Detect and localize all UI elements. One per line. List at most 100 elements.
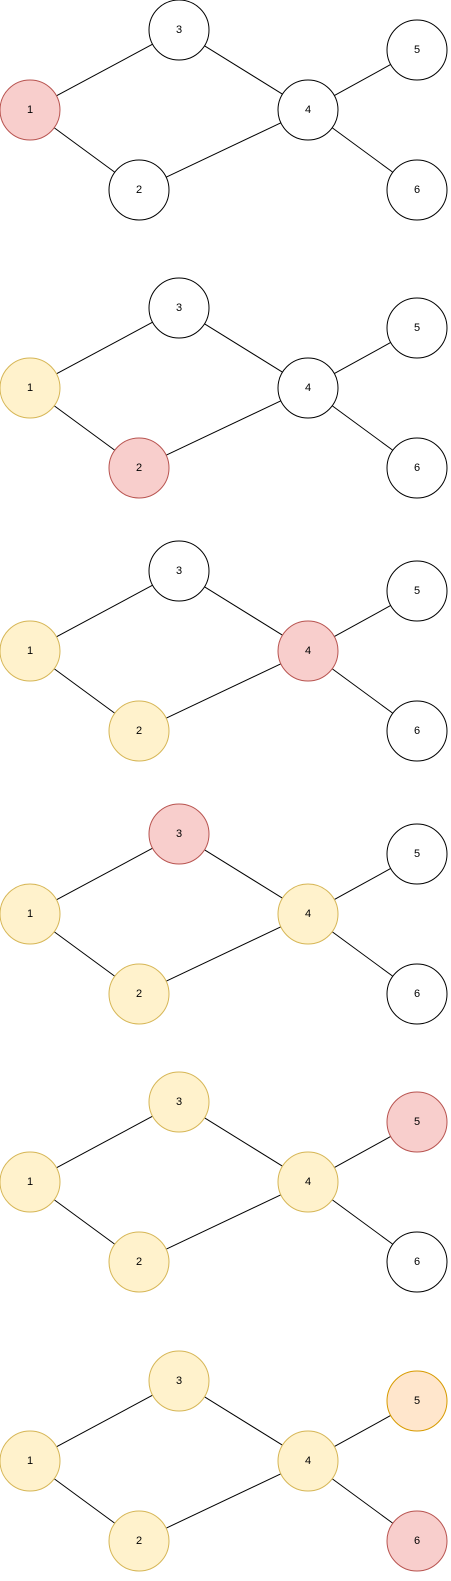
edge-4-5 <box>334 605 391 637</box>
node-label-3: 3 <box>176 302 182 314</box>
edge-2-4 <box>165 400 282 456</box>
node-label-1: 1 <box>27 645 33 657</box>
node-5 <box>386 1091 448 1153</box>
node-2 <box>108 437 170 499</box>
node-label-6: 6 <box>414 1256 420 1268</box>
edge-4-5 <box>334 868 391 900</box>
node-label-3: 3 <box>176 24 182 36</box>
node-4 <box>277 883 339 945</box>
edge-2-4 <box>165 1194 282 1250</box>
edge-1-2 <box>53 405 116 451</box>
edge-2-4 <box>165 122 282 178</box>
node-label-3: 3 <box>176 1096 182 1108</box>
edge-1-2 <box>53 931 116 977</box>
node-label-6: 6 <box>414 184 420 196</box>
edge-3-4 <box>204 586 283 636</box>
edge-4-5 <box>334 1415 391 1447</box>
edge-4-6 <box>331 1478 394 1524</box>
edge-1-3 <box>56 43 153 97</box>
node-6 <box>386 963 448 1025</box>
node-label-6: 6 <box>414 725 420 737</box>
edge-4-5 <box>334 64 391 96</box>
node-label-2: 2 <box>136 184 142 196</box>
node-label-1: 1 <box>27 1176 33 1188</box>
node-label-5: 5 <box>414 585 420 597</box>
node-5 <box>386 1370 448 1432</box>
node-5 <box>386 19 448 81</box>
edge-3-4 <box>204 323 283 373</box>
node-2 <box>108 1231 170 1293</box>
node-6 <box>386 1231 448 1293</box>
node-label-5: 5 <box>414 1395 420 1407</box>
node-label-2: 2 <box>136 725 142 737</box>
node-2 <box>108 159 170 221</box>
node-label-3: 3 <box>176 828 182 840</box>
node-1 <box>0 79 61 141</box>
node-1 <box>0 357 61 419</box>
node-3 <box>148 1350 210 1412</box>
edge-4-5 <box>334 1136 391 1168</box>
node-label-3: 3 <box>176 565 182 577</box>
edge-3-4 <box>204 1396 283 1446</box>
node-2 <box>108 1510 170 1572</box>
node-label-4: 4 <box>305 1176 311 1188</box>
node-3 <box>148 0 210 61</box>
edge-2-4 <box>165 1473 282 1529</box>
edge-1-3 <box>56 584 153 638</box>
node-4 <box>277 620 339 682</box>
edge-4-6 <box>331 931 394 977</box>
edge-1-3 <box>56 1394 153 1448</box>
edge-1-3 <box>56 847 153 901</box>
node-3 <box>148 1071 210 1133</box>
node-label-4: 4 <box>305 908 311 920</box>
edge-4-6 <box>331 668 394 714</box>
node-label-5: 5 <box>414 322 420 334</box>
node-1 <box>0 1430 61 1492</box>
node-2 <box>108 963 170 1025</box>
node-label-1: 1 <box>27 1455 33 1467</box>
edge-3-4 <box>204 849 283 899</box>
node-label-6: 6 <box>414 462 420 474</box>
edge-2-4 <box>165 663 282 719</box>
node-label-1: 1 <box>27 104 33 116</box>
node-4 <box>277 357 339 419</box>
node-label-4: 4 <box>305 382 311 394</box>
node-4 <box>277 1151 339 1213</box>
node-1 <box>0 883 61 945</box>
edge-1-3 <box>56 1115 153 1169</box>
node-5 <box>386 823 448 885</box>
edge-1-2 <box>53 1478 116 1524</box>
edge-1-3 <box>56 321 153 375</box>
node-label-5: 5 <box>414 1116 420 1128</box>
node-1 <box>0 1151 61 1213</box>
node-label-4: 4 <box>305 645 311 657</box>
node-label-1: 1 <box>27 382 33 394</box>
node-label-2: 2 <box>136 988 142 1000</box>
node-label-4: 4 <box>305 1455 311 1467</box>
edge-3-4 <box>204 45 283 95</box>
graph-step-3: 1 2 3 4 5 6 <box>0 540 448 762</box>
node-3 <box>148 803 210 865</box>
node-4 <box>277 79 339 141</box>
node-label-2: 2 <box>136 1535 142 1547</box>
node-3 <box>148 540 210 602</box>
node-label-5: 5 <box>414 848 420 860</box>
node-1 <box>0 620 61 682</box>
edge-4-6 <box>331 405 394 451</box>
edge-3-4 <box>204 1117 283 1167</box>
node-3 <box>148 277 210 339</box>
node-6 <box>386 1510 448 1572</box>
node-6 <box>386 437 448 499</box>
node-4 <box>277 1430 339 1492</box>
node-5 <box>386 297 448 359</box>
edge-1-2 <box>53 127 116 173</box>
node-5 <box>386 560 448 622</box>
node-label-3: 3 <box>176 1375 182 1387</box>
edge-4-5 <box>334 342 391 374</box>
node-6 <box>386 159 448 221</box>
node-6 <box>386 700 448 762</box>
